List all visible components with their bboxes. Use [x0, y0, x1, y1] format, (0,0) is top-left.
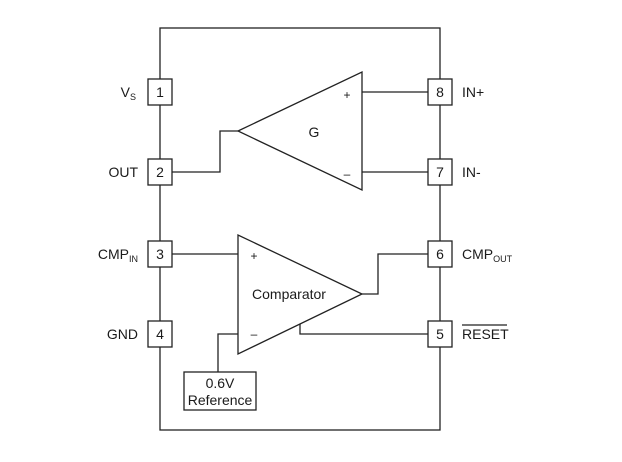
pin-1-label: VS	[121, 84, 136, 102]
pin-6-box	[427, 240, 453, 268]
pin-1-number: 1	[156, 84, 164, 100]
pin-8-number: 8	[436, 84, 444, 100]
wire-reference-to-comparator	[217, 333, 238, 372]
pin-1: 1 VS	[121, 78, 173, 106]
pin-2-number: 2	[156, 164, 164, 180]
pin-7: 7 IN-	[427, 158, 481, 186]
reference-box	[183, 371, 257, 411]
pin-3-label: CMPIN	[98, 246, 138, 264]
pin-5-label: RESET	[462, 326, 509, 342]
gain-amplifier	[236, 70, 363, 192]
pin-7-label: IN-	[462, 164, 481, 180]
wire-out-to-gain	[172, 130, 238, 173]
wire-comparator-to-reset	[299, 324, 428, 335]
wire-comparator-to-cmpout	[362, 253, 428, 295]
pin-4-box	[147, 320, 173, 348]
pin-5-number: 5	[436, 326, 444, 342]
comparator-minus: –	[251, 327, 258, 341]
pin-3: 3 CMPIN	[98, 240, 173, 268]
pin-3-box	[147, 240, 173, 268]
pin-2: 2 OUT	[108, 158, 173, 186]
pin-6-label-main: CMP	[462, 246, 493, 262]
pin-6: 6 CMPOUT	[427, 240, 513, 268]
pin-1-box	[147, 78, 173, 106]
pin-8-label: IN+	[462, 84, 484, 100]
pin-5-box	[427, 320, 453, 348]
comparator-plus: +	[250, 249, 257, 263]
pin-3-label-main: CMP	[98, 246, 129, 262]
pin-4-number: 4	[156, 326, 164, 342]
pin-6-number: 6	[436, 246, 444, 262]
pin-3-label-sub: IN	[129, 254, 138, 264]
pin-5: 5 RESET	[427, 320, 509, 348]
gain-amplifier-label: G	[309, 124, 320, 140]
gain-amplifier-minus: –	[344, 167, 351, 181]
pin-8-box	[427, 78, 453, 106]
reference-line-1: 0.6V	[206, 375, 235, 391]
pin-6-label: CMPOUT	[462, 246, 513, 264]
pin-7-number: 7	[436, 164, 444, 180]
pin-4-label: GND	[107, 326, 138, 342]
pin-4: 4 GND	[107, 320, 173, 348]
pin-8: 8 IN+	[427, 78, 484, 106]
pin-7-box	[427, 158, 453, 186]
pin-1-label-main: V	[121, 84, 131, 100]
pin-2-box	[147, 158, 173, 186]
pin-2-label: OUT	[108, 164, 138, 180]
reference-line-2: Reference	[188, 392, 253, 408]
gain-amplifier-plus: +	[343, 88, 350, 102]
comparator-label: Comparator	[252, 286, 326, 302]
package-outline	[159, 27, 441, 431]
pin-3-number: 3	[156, 246, 164, 262]
pin-1-label-sub: S	[130, 92, 136, 102]
pin-6-label-sub: OUT	[493, 254, 513, 264]
